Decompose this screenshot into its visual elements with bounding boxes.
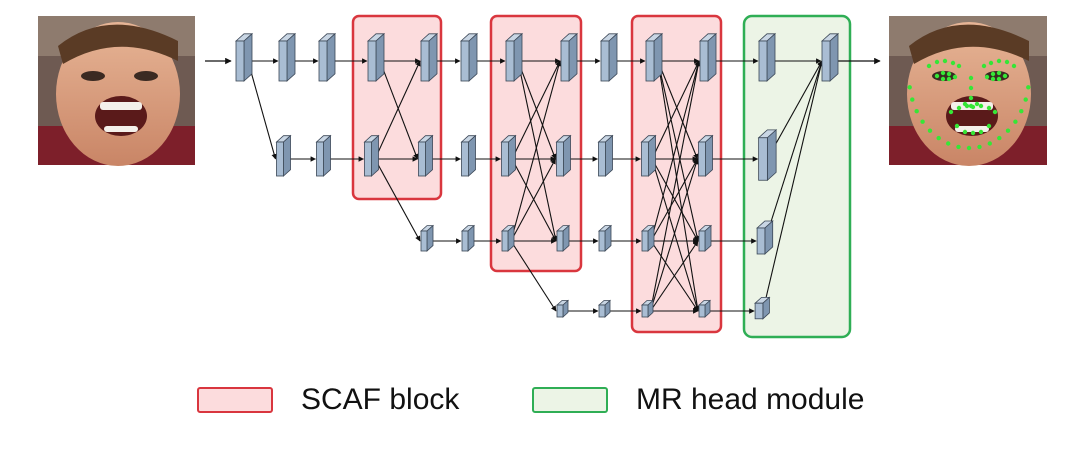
- connection-arrow: [374, 60, 421, 160]
- feature-map-block: [459, 32, 479, 82]
- connection-arrow: [651, 158, 699, 242]
- feature-map-block: [644, 32, 664, 82]
- input-face-image: [38, 16, 195, 166]
- mr-head-module: [742, 14, 852, 339]
- fusion-arrow: [764, 60, 824, 242]
- connection-arrow: [379, 60, 419, 160]
- feature-map-block: [234, 32, 254, 82]
- feature-map-block: [597, 224, 613, 252]
- fusion-arrow: [762, 60, 824, 312]
- feature-map-block: [500, 224, 516, 252]
- feature-map-block: [756, 220, 774, 255]
- feature-map-block: [419, 224, 435, 252]
- connection-arrow: [657, 60, 700, 242]
- feature-map-block: [697, 299, 712, 318]
- legend-mr-swatch: [532, 387, 608, 413]
- feature-map-block: [315, 134, 332, 177]
- connection-arrow: [649, 158, 699, 312]
- connection-arrow: [510, 158, 556, 242]
- feature-map-block: [754, 296, 771, 320]
- connection-arrow: [511, 60, 561, 160]
- connection-arrow: [510, 60, 562, 242]
- feature-map-block: [366, 32, 386, 82]
- legend-mr: MR head module: [532, 382, 864, 418]
- connection-arrow: [650, 60, 701, 242]
- feature-map-block: [820, 32, 840, 82]
- feature-map-block: [277, 32, 297, 82]
- feature-map-block: [363, 134, 380, 177]
- connection-arrow: [374, 158, 421, 242]
- feature-map-block: [698, 32, 718, 82]
- feature-map-block: [559, 32, 579, 82]
- feature-map-block: [504, 32, 524, 82]
- feature-map-block: [697, 134, 714, 177]
- output-face-image: [889, 16, 1047, 166]
- feature-map-block: [419, 32, 439, 82]
- feature-map-block: [500, 134, 517, 177]
- legend-mr-label: MR head module: [636, 383, 865, 416]
- connection-arrow: [657, 60, 700, 312]
- feature-map-block: [697, 224, 713, 252]
- connection-arrow: [247, 60, 277, 160]
- connection-arrow: [510, 240, 557, 312]
- legend-scaf: SCAF block: [197, 382, 459, 418]
- feature-map-block: [640, 224, 656, 252]
- feature-map-block: [417, 134, 434, 177]
- connection-arrow: [651, 158, 700, 312]
- connection-arrow: [517, 60, 558, 242]
- feature-map-block: [640, 299, 655, 318]
- connection-arrow: [511, 158, 557, 242]
- connection-arrow: [657, 60, 699, 160]
- landmark-points: [907, 58, 1031, 151]
- feature-map-block: [555, 224, 571, 252]
- connection-arrow: [651, 60, 700, 160]
- connection-arrow: [649, 60, 701, 312]
- legend-scaf-label: SCAF block: [301, 383, 460, 416]
- feature-map-block: [597, 134, 614, 177]
- feature-map-block: [640, 134, 657, 177]
- feature-map-block: [555, 299, 570, 318]
- feature-map-block: [757, 128, 778, 182]
- feature-map-block: [757, 32, 777, 82]
- feature-map-block: [460, 134, 477, 177]
- feature-map-block: [599, 32, 619, 82]
- legend-scaf-swatch: [197, 387, 273, 413]
- connection-arrow: [650, 240, 699, 312]
- feature-map-block: [555, 134, 572, 177]
- feature-map-block: [597, 299, 612, 318]
- connection-arrow: [650, 158, 698, 242]
- feature-map-block: [317, 32, 337, 82]
- feature-map-block: [275, 134, 292, 177]
- connection-arrow: [517, 60, 557, 160]
- feature-map-block: [460, 224, 476, 252]
